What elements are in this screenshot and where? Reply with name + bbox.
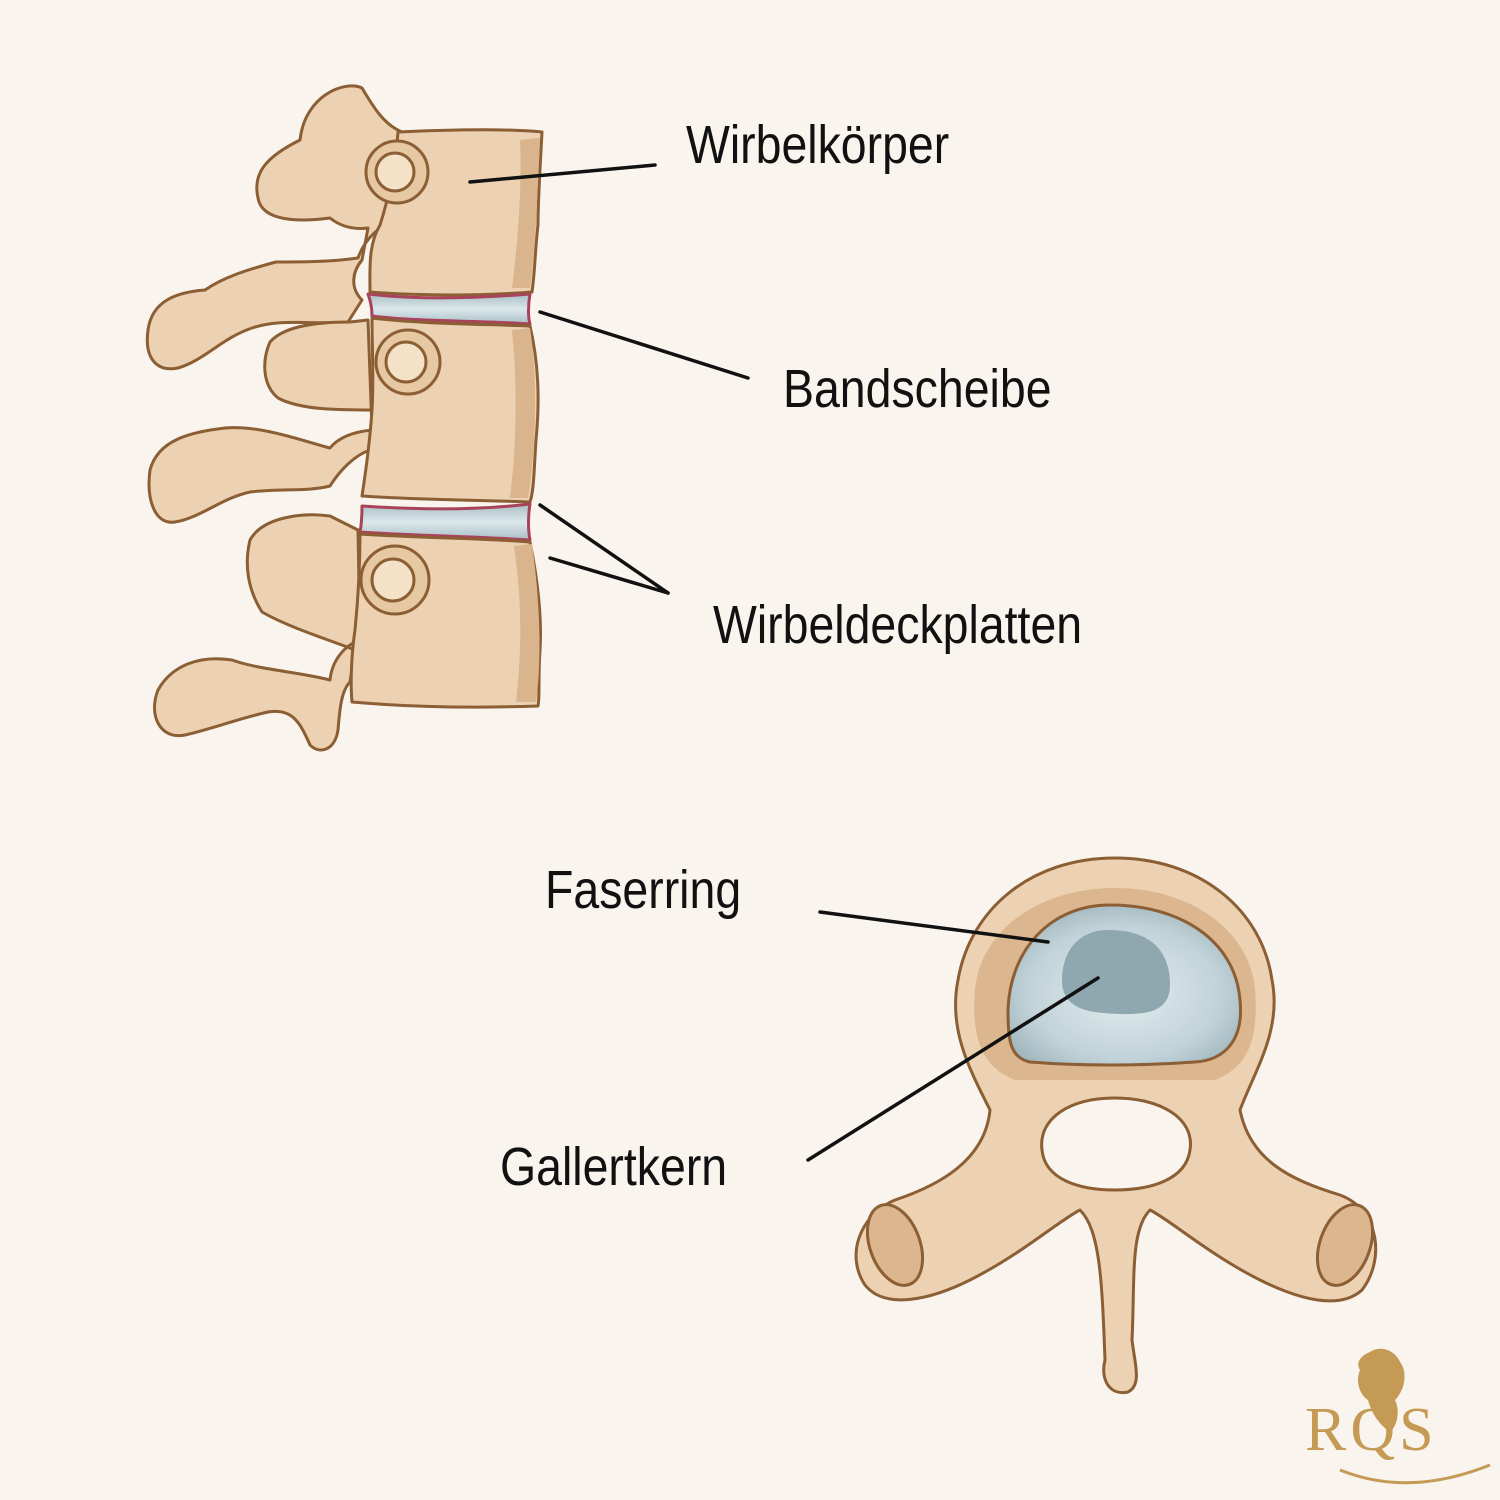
rqs-logo	[1339, 1348, 1491, 1485]
leader-lines	[468, 163, 1100, 1162]
leader-deckplatten-bottom	[548, 556, 670, 595]
spine-side-view	[145, 84, 544, 752]
vertebra-top-view	[854, 856, 1378, 1395]
leader-deckplatten-top	[538, 503, 670, 595]
spinal-canal	[1040, 1096, 1192, 1192]
label-gallertkern: Gallertkern	[500, 1137, 728, 1197]
nucleus-pulposus	[1062, 930, 1170, 1015]
middle-body-shading	[510, 328, 536, 498]
right-process-tip	[1315, 1203, 1375, 1287]
logo-text: RQS	[1305, 1396, 1438, 1464]
left-process-tip	[865, 1203, 925, 1287]
label-wirbeldeckplatten: Wirbeldeckplatten	[713, 595, 1083, 655]
middle-spinous-process	[147, 318, 374, 524]
label-bandscheibe: Bandscheibe	[783, 359, 1052, 419]
leader-wirbelkoerper	[468, 163, 657, 184]
leader-bandscheibe	[538, 310, 750, 380]
top-foramen-inner	[374, 151, 416, 193]
leader-gallertkern	[806, 976, 1100, 1162]
lion-crest-icon	[1357, 1348, 1405, 1432]
logo-swoosh	[1339, 1463, 1491, 1485]
bottom-spinous-process	[152, 513, 362, 752]
upper-intervertebral-disc	[366, 292, 532, 326]
label-wirbelkoerper: Wirbelkörper	[686, 115, 950, 175]
bottom-body-shading	[514, 544, 540, 702]
lower-intervertebral-disc	[358, 502, 532, 542]
label-faserring: Faserring	[545, 860, 742, 920]
bottom-foramen-inner	[370, 557, 416, 603]
leader-faserring	[818, 910, 1050, 944]
middle-foramen-inner	[384, 340, 428, 384]
